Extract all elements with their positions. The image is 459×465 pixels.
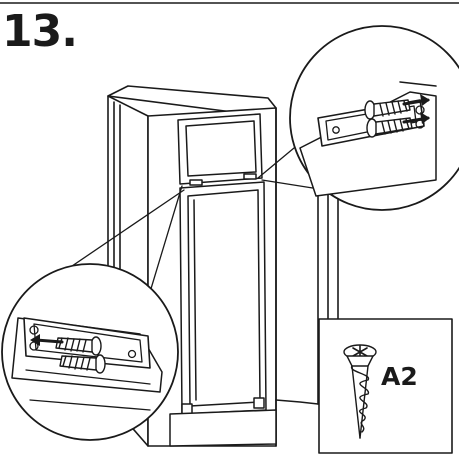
- wood-screw-icon: [343, 344, 377, 439]
- freezer-door: [177, 113, 263, 186]
- wood-screw-icon: [59, 354, 106, 374]
- part-inset: [318, 318, 453, 454]
- wood-screw-icon: [364, 99, 411, 120]
- insert-arrow-icon: [402, 94, 430, 124]
- insert-arrow-icon: [30, 334, 64, 346]
- part-label: A2: [381, 362, 418, 391]
- fridge-door: [169, 181, 277, 447]
- step-number: 13.: [2, 6, 78, 57]
- wood-screw-icon: [55, 336, 102, 356]
- zoom-detail-bottom-left: [1, 263, 179, 441]
- zoom-detail-top-right: [289, 25, 459, 211]
